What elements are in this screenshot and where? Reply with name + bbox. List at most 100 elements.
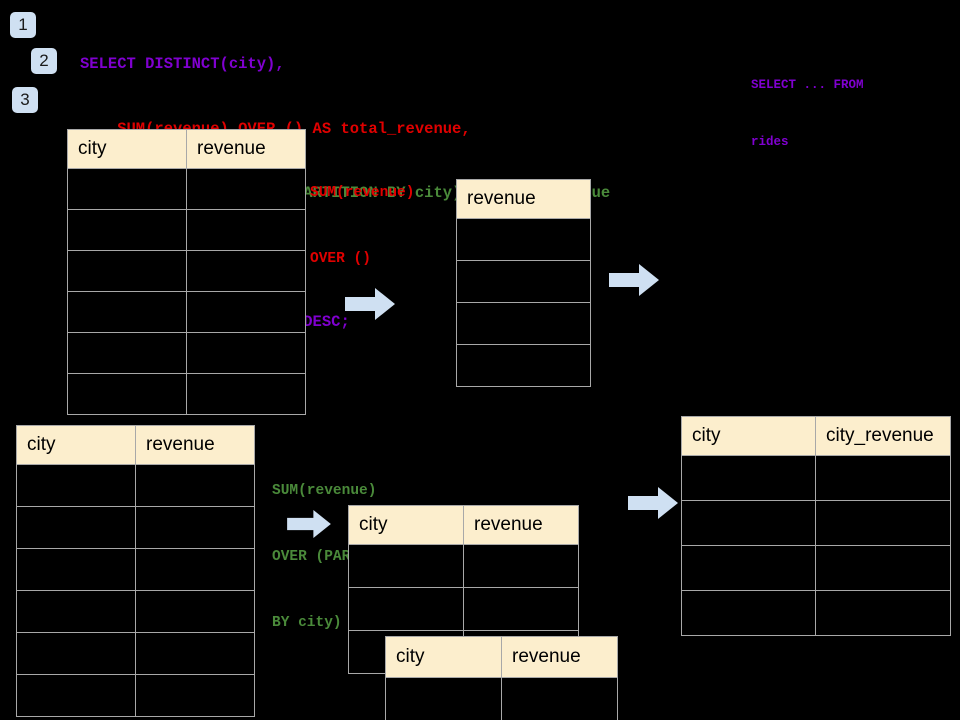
table-cell xyxy=(16,464,136,507)
column-header-revenue: revenue xyxy=(186,129,306,169)
select-from-note-line-2: rides xyxy=(751,135,789,149)
table-header-row: city revenue xyxy=(16,425,255,465)
table-source-top: city revenue xyxy=(67,129,306,415)
annotation-over-empty-line-1: SUM(revenue) xyxy=(310,185,415,201)
table-row xyxy=(67,209,306,251)
column-header-city: city xyxy=(681,416,816,456)
table-header-row: city revenue xyxy=(385,636,618,678)
table-cell xyxy=(135,632,255,675)
table-cell xyxy=(463,544,579,588)
table-partition-front: city revenue xyxy=(385,636,618,720)
table-header-row: revenue xyxy=(456,179,591,219)
table-header-row: city revenue xyxy=(348,505,579,545)
table-cell xyxy=(67,209,187,251)
table-cell xyxy=(16,674,136,717)
table-cell xyxy=(186,291,306,333)
column-header-city-revenue: city_revenue xyxy=(815,416,951,456)
annotation-over-empty-line-2: OVER () xyxy=(310,251,371,267)
table-row xyxy=(456,302,591,345)
table-cell xyxy=(16,632,136,675)
select-from-note-line-1: SELECT ... FROM xyxy=(751,78,864,92)
flow-arrow-right-icon xyxy=(287,510,331,538)
table-cell xyxy=(67,373,187,415)
step-badge-1: 1 xyxy=(10,12,36,38)
table-cell xyxy=(16,590,136,633)
table-row xyxy=(681,590,951,636)
column-header-city: city xyxy=(67,129,187,169)
table-row xyxy=(16,506,255,549)
table-row xyxy=(67,373,306,415)
table-cell xyxy=(348,544,464,588)
table-row xyxy=(456,260,591,303)
table-cell xyxy=(186,168,306,210)
column-header-city: city xyxy=(385,636,502,678)
table-header-row: city city_revenue xyxy=(681,416,951,456)
table-cell xyxy=(135,590,255,633)
table-source-bottom: city revenue xyxy=(16,425,255,717)
column-header-city: city xyxy=(348,505,464,545)
table-row xyxy=(67,332,306,374)
table-row xyxy=(16,464,255,507)
table-cell xyxy=(815,500,951,546)
flow-arrow-right-icon xyxy=(609,264,659,296)
table-cell xyxy=(135,548,255,591)
table-row xyxy=(67,168,306,210)
table-cell xyxy=(67,168,187,210)
table-cell xyxy=(135,464,255,507)
column-header-revenue: revenue xyxy=(501,636,618,678)
flow-arrow-right-icon xyxy=(345,288,395,320)
table-cell xyxy=(385,677,502,720)
table-cell xyxy=(186,209,306,251)
table-row xyxy=(385,677,618,720)
annotation-over-partition-line-1: SUM(revenue) xyxy=(272,483,377,499)
table-row xyxy=(16,674,255,717)
annotation-over-partition: SUM(revenue) OVER (PARTITION BY city) xyxy=(272,436,403,678)
column-header-revenue: revenue xyxy=(135,425,255,465)
sql-line-1: SELECT DISTINCT(city), xyxy=(80,55,285,73)
table-row xyxy=(348,544,579,588)
table-cell xyxy=(815,455,951,501)
annotation-over-partition-line-3: BY city) xyxy=(272,615,342,631)
table-cell xyxy=(348,587,464,631)
table-cell xyxy=(16,506,136,549)
table-cell xyxy=(67,291,187,333)
table-cell xyxy=(67,250,187,292)
table-cell xyxy=(681,545,816,591)
table-row xyxy=(16,548,255,591)
table-cell xyxy=(681,500,816,546)
table-cell xyxy=(456,302,591,345)
table-cell xyxy=(456,260,591,303)
table-row xyxy=(456,218,591,261)
table-row xyxy=(681,500,951,546)
annotation-over-empty: SUM(revenue) OVER () xyxy=(310,138,414,314)
table-row xyxy=(681,545,951,591)
table-cell xyxy=(135,674,255,717)
table-cell xyxy=(681,455,816,501)
table-header-row: city revenue xyxy=(67,129,306,169)
table-total-revenue: revenue xyxy=(456,179,591,387)
table-row xyxy=(681,455,951,501)
table-cell xyxy=(456,344,591,387)
step-badge-2: 2 xyxy=(31,48,57,74)
table-result: city city_revenue xyxy=(681,416,951,636)
table-cell xyxy=(186,250,306,292)
table-cell xyxy=(681,590,816,636)
step-badge-3: 3 xyxy=(12,87,38,113)
column-header-revenue: revenue xyxy=(456,179,591,219)
table-cell xyxy=(815,545,951,591)
table-row xyxy=(16,590,255,633)
column-header-revenue: revenue xyxy=(463,505,579,545)
table-row xyxy=(67,291,306,333)
table-cell xyxy=(186,373,306,415)
table-cell xyxy=(501,677,618,720)
flow-arrow-right-icon xyxy=(628,487,678,519)
table-cell xyxy=(186,332,306,374)
table-row xyxy=(348,587,579,631)
table-cell xyxy=(815,590,951,636)
table-cell xyxy=(463,587,579,631)
column-header-city: city xyxy=(16,425,136,465)
table-cell xyxy=(67,332,187,374)
select-from-note: SELECT ... FROM rides xyxy=(751,38,864,190)
table-cell xyxy=(456,218,591,261)
